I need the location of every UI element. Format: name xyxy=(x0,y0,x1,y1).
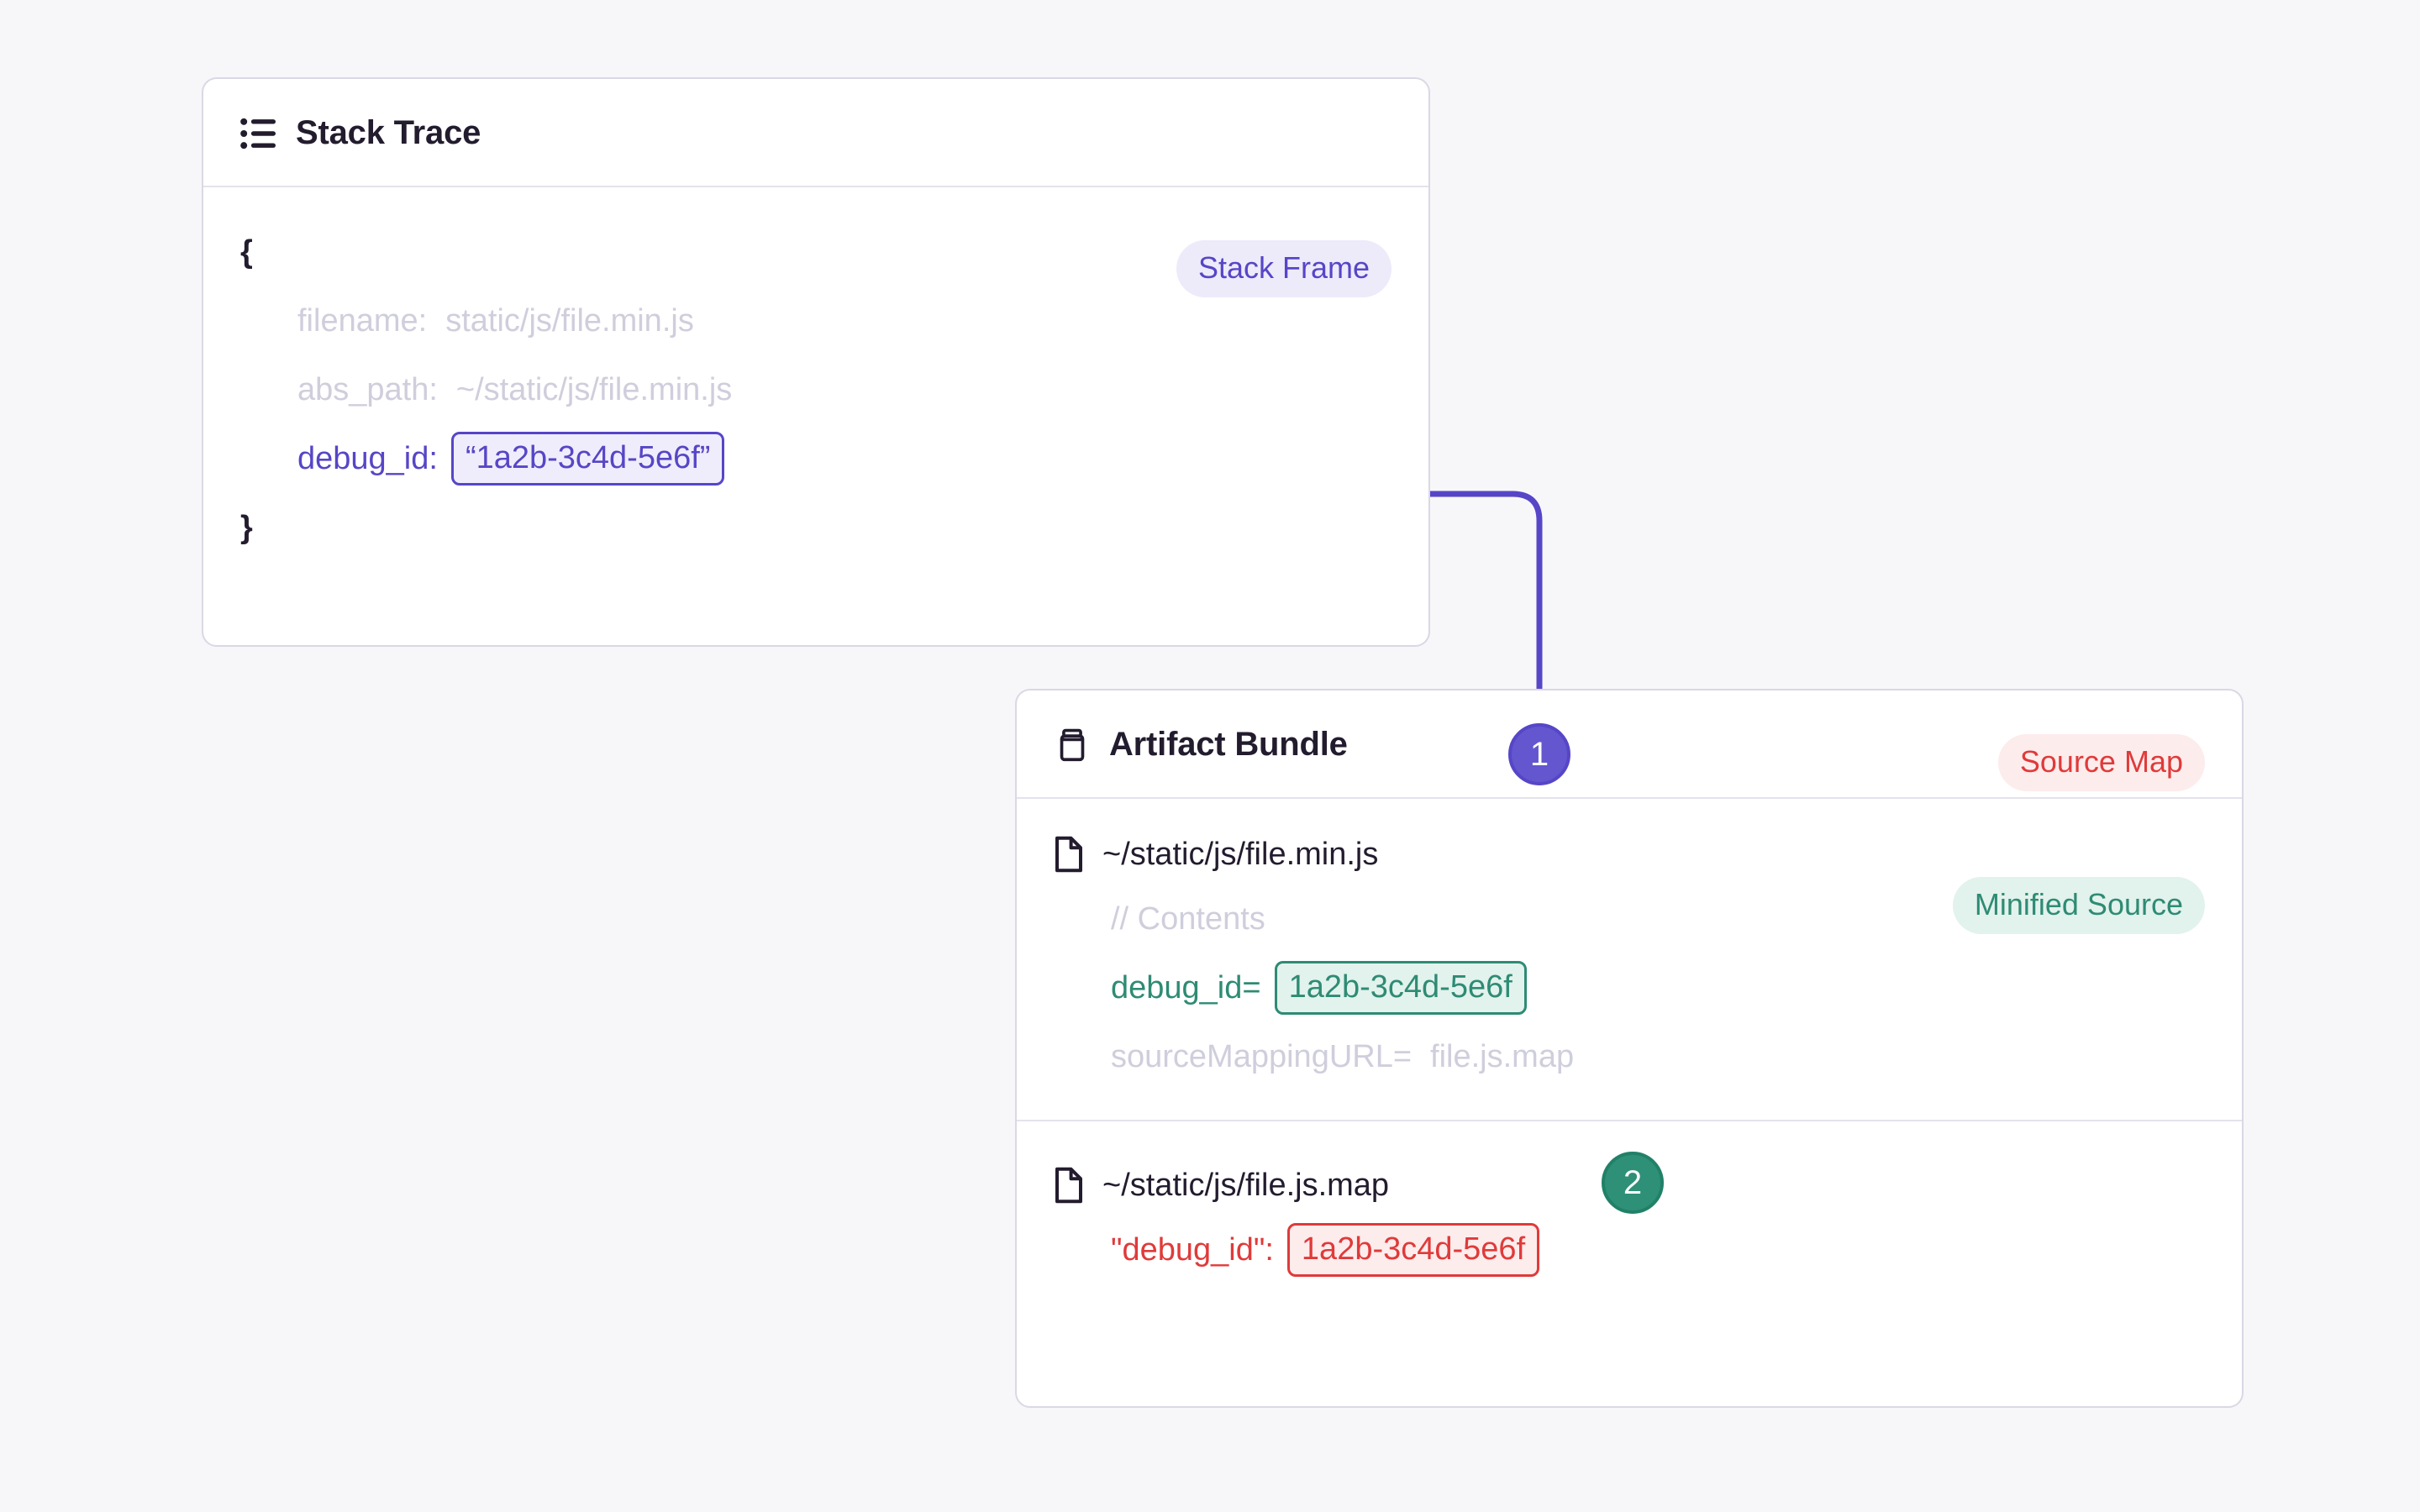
list-icon xyxy=(240,117,277,150)
filename-key: filename: xyxy=(297,303,428,339)
minified-debugid-row: debug_id= 1a2b-3c4d-5e6f xyxy=(1054,953,2205,1022)
stack-trace-body: { filename: static/js/file.min.js abs_pa… xyxy=(203,187,1428,599)
source-map-debug-id-value[interactable]: 1a2b-3c4d-5e6f xyxy=(1286,1223,1540,1277)
step-badge-1: 1 xyxy=(1508,723,1570,785)
stack-frame-debug-id-value[interactable]: “1a2b-3c4d-5e6f” xyxy=(450,432,725,486)
stack-frame-abspath-row: abs_path: ~/static/js/file.min.js xyxy=(240,355,1392,424)
archive-box-icon xyxy=(1054,727,1091,764)
minified-debug-id-value[interactable]: 1a2b-3c4d-5e6f xyxy=(1274,961,1527,1015)
filename-value: static/js/file.min.js xyxy=(445,303,694,339)
minified-debug-id-key: debug_id= xyxy=(1111,970,1261,1005)
debug-id-key: debug_id: xyxy=(297,441,438,476)
source-map-debug-id-key: "debug_id": xyxy=(1111,1232,1274,1268)
abs-path-key: abs_path: xyxy=(297,372,438,407)
source-mapping-url-row: sourceMappingURL= file.js.map xyxy=(1054,1022,2205,1091)
source-map-file-name: ~/static/js/file.js.map xyxy=(1102,1167,1390,1203)
source-mapping-url-value: file.js.map xyxy=(1430,1039,1575,1074)
stack-frame-badge: Stack Frame xyxy=(1176,240,1392,297)
stack-trace-header: Stack Trace xyxy=(203,79,1428,187)
source-map-section: ~/static/js/file.js.map "debug_id": 1a2b… xyxy=(1017,734,2242,1313)
stack-frame-filename-row: filename: static/js/file.min.js xyxy=(240,286,1392,355)
stack-frame-debugid-row: debug_id: “1a2b-3c4d-5e6f” xyxy=(240,424,1392,493)
close-brace: } xyxy=(240,510,253,545)
stack-trace-card: Stack Trace { filename: static/js/file.m… xyxy=(202,77,1430,647)
source-map-badge: Source Map xyxy=(1997,734,2205,791)
file-icon xyxy=(1054,836,1084,873)
file-icon xyxy=(1054,1167,1084,1204)
step-badge-2: 2 xyxy=(1602,1152,1664,1214)
source-mapping-url-key: sourceMappingURL= xyxy=(1111,1039,1413,1074)
minified-source-file-name: ~/static/js/file.min.js xyxy=(1102,836,1379,872)
source-map-debugid-row: "debug_id": 1a2b-3c4d-5e6f xyxy=(1054,1215,2205,1284)
stack-trace-title: Stack Trace xyxy=(296,114,481,151)
artifact-bundle-title: Artifact Bundle xyxy=(1109,726,1348,763)
source-map-file-row[interactable]: ~/static/js/file.js.map xyxy=(1054,1155,2205,1215)
artifact-bundle-card: Artifact Bundle ~/static/js/file.min.js … xyxy=(1015,689,2244,1408)
abs-path-value: ~/static/js/file.min.js xyxy=(455,372,733,407)
minified-source-badge: Minified Source xyxy=(1952,877,2205,934)
minified-source-section: ~/static/js/file.min.js // Contents debu… xyxy=(1017,799,2242,1120)
open-brace: { xyxy=(240,234,253,270)
minified-source-file-row[interactable]: ~/static/js/file.min.js xyxy=(1054,824,2205,885)
